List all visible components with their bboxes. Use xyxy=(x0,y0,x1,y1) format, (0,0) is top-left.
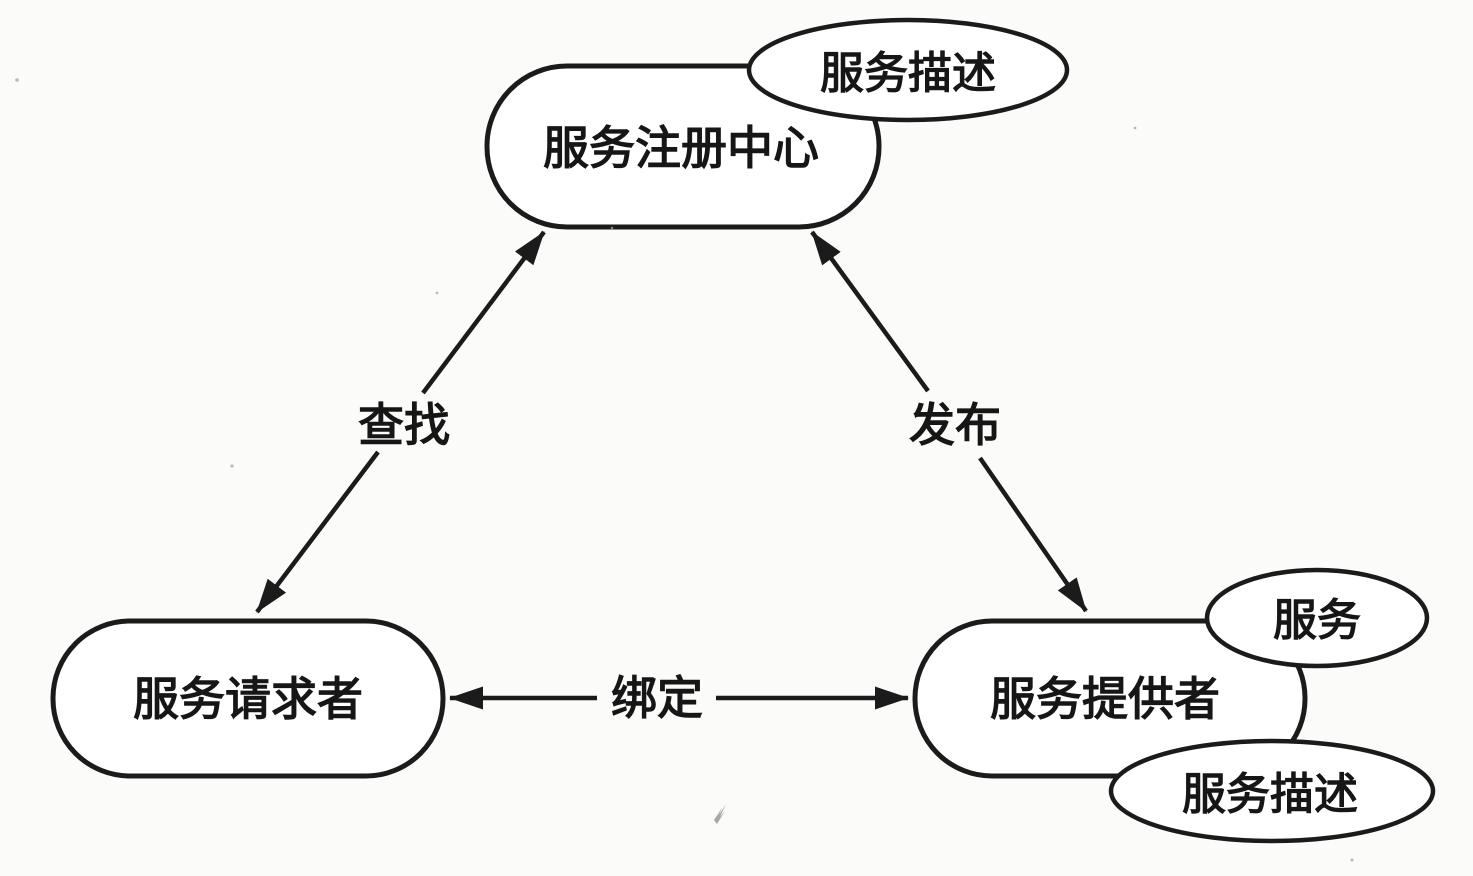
edge-bind: 绑定 xyxy=(449,672,909,724)
service-registry-label: 服务注册中心 xyxy=(543,122,819,174)
dust-speck xyxy=(15,78,19,82)
artifact-registry-service-description: 服务描述 xyxy=(746,17,1070,123)
dust-speck xyxy=(1350,858,1354,862)
artifact-provider-service: 服务 xyxy=(1204,567,1430,669)
find-arrow-to-registry xyxy=(421,230,546,395)
dust-speck xyxy=(230,464,234,468)
node-service-provider xyxy=(912,618,1308,779)
dust-speck xyxy=(1133,126,1137,130)
registry-description-label: 服务描述 xyxy=(820,49,996,98)
service-registry-shape xyxy=(484,63,882,230)
service-requester-label: 服务请求者 xyxy=(133,673,363,725)
provider-service-label: 服务 xyxy=(1273,596,1361,645)
publish-arrow-to-provider xyxy=(978,456,1088,613)
dust-speck xyxy=(610,226,614,230)
provider-description-ellipse xyxy=(1108,738,1436,844)
bind-edge-label: 绑定 xyxy=(611,672,703,724)
pen-smudge-mark xyxy=(714,804,726,824)
provider-service-ellipse xyxy=(1204,567,1430,669)
dust-speck xyxy=(435,291,439,295)
service-provider-shape xyxy=(912,618,1308,779)
scan-artifacts xyxy=(15,78,1354,862)
publish-arrow-to-registry xyxy=(810,230,930,393)
publish-edge-label: 发布 xyxy=(909,399,1001,451)
artifact-provider-service-description: 服务描述 xyxy=(1108,738,1436,844)
service-provider-label: 服务提供者 xyxy=(990,673,1220,725)
service-requester-shape xyxy=(50,618,446,779)
node-service-registry xyxy=(484,63,882,230)
find-arrow-to-requester xyxy=(255,450,380,614)
edge-find: 查找 xyxy=(255,230,546,614)
node-service-requester: 服务请求者 xyxy=(50,618,446,779)
edge-publish: 发布 xyxy=(810,230,1088,613)
find-edge-label: 查找 xyxy=(358,399,450,451)
provider-description-label: 服务描述 xyxy=(1182,770,1358,819)
registry-description-ellipse xyxy=(746,17,1070,123)
